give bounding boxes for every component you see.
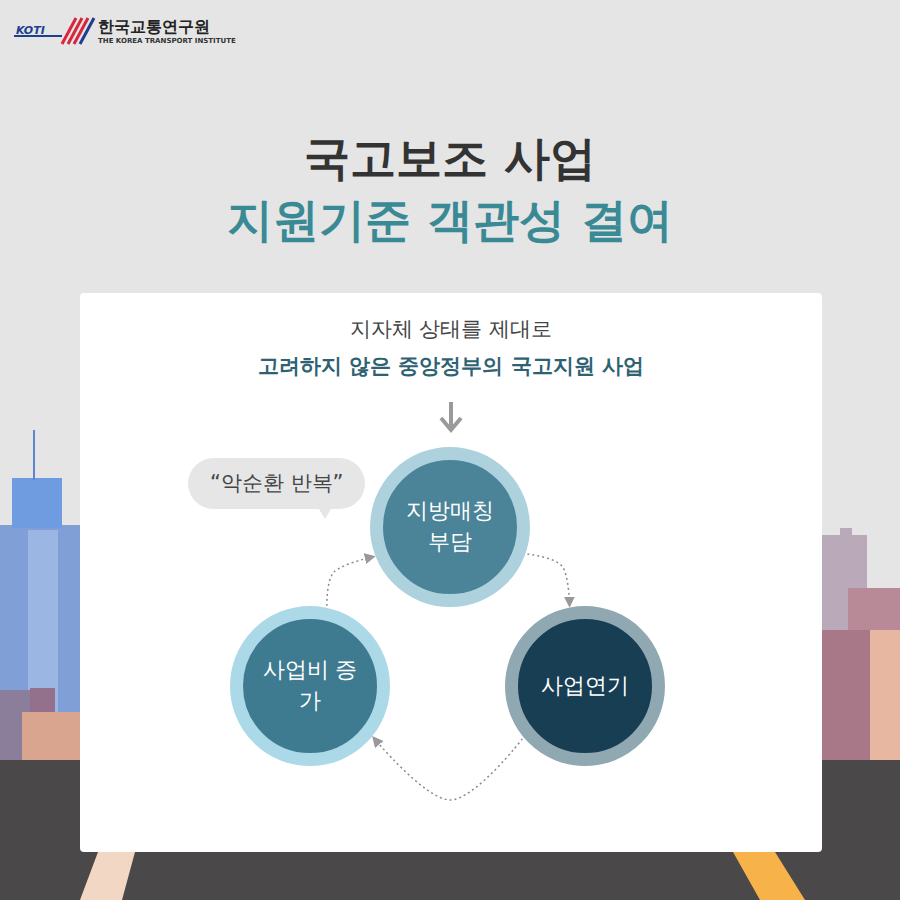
cycle-connector [527,554,569,606]
content-panel: 지자체 상태를 제대로고려하지 않은 중앙정부의 국고지원 사업 “악순환 반복”… [80,293,822,852]
node-text: “악순환 반복” [210,469,343,498]
cycle-circle: 지방매칭 부담 [370,447,530,607]
cycle-connector [374,738,523,800]
logo-mark: KOTI [16,24,45,37]
cycle-connector [327,557,374,606]
cycle-circle: 사업비 증가 [230,606,390,766]
node-text: 지자체 상태를 제대로 [80,315,822,344]
node-text: 지방매칭 부담 [400,496,500,558]
node-text: 고려하지 않은 중앙정부의 국고지원 사업 [80,352,822,381]
node-text: 사업비 증가 [260,655,360,717]
subtitle: 지원기준 객관성 결여 [0,190,900,252]
speech-bubble: “악순환 반복” [188,458,365,509]
title: 국고보조 사업 [0,128,900,190]
logo-name: 한국교통연구원 [98,17,210,38]
logo-subtitle: THE KOREA TRANSPORT INSTITUTE [98,37,236,45]
node-text: 사업연기 [535,671,635,702]
cycle-circle: 사업연기 [505,606,665,766]
